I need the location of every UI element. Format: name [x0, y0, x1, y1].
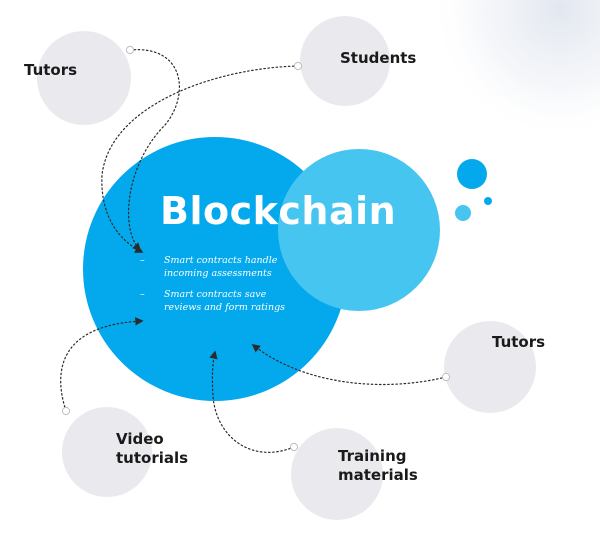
node-label-tutors-right: Tutors [492, 333, 546, 351]
smart-contract-list: Smart contracts handle incoming assessme… [140, 255, 290, 323]
node-label-line: Training [338, 447, 407, 465]
connector-dot-training-materials [289, 442, 299, 452]
node-label-line: tutorials [116, 449, 189, 467]
node-label-video-tutorials: Video tutorials [116, 430, 188, 468]
node-label-line: Video [116, 430, 164, 448]
connector-dot-students [293, 61, 303, 71]
connector-students [101, 65, 299, 253]
background-glow [430, 0, 600, 140]
node-circle-tutors-left [37, 31, 131, 125]
connector-tutors-left [127, 49, 180, 252]
node-label-tutors-left: Tutors [24, 61, 78, 79]
node-circle-students [300, 16, 390, 106]
node-circle-tutors-right [444, 321, 536, 413]
connector-video-tutorials [60, 317, 144, 412]
node-label-line: materials [338, 466, 418, 484]
node-circle-video-tutorials [62, 407, 152, 497]
blockchain-secondary-circle [278, 149, 440, 311]
node-label-students: Students [340, 49, 417, 67]
connector-dot-tutors-right [441, 372, 451, 382]
bubble-small [484, 197, 492, 205]
connector-tutors-right [251, 343, 447, 386]
connector-dot-tutors-left [125, 45, 135, 55]
node-label-training-materials: Training materials [338, 447, 418, 485]
connector-dot-video-tutorials [61, 406, 71, 416]
bubble-large [457, 159, 487, 189]
node-circle-training-materials [291, 428, 383, 520]
blockchain-title: Blockchain [160, 189, 397, 233]
bullet-item: Smart contracts save reviews and form ra… [140, 289, 290, 314]
bubble-medium [455, 205, 471, 221]
bullet-item: Smart contracts handle incoming assessme… [140, 255, 290, 280]
